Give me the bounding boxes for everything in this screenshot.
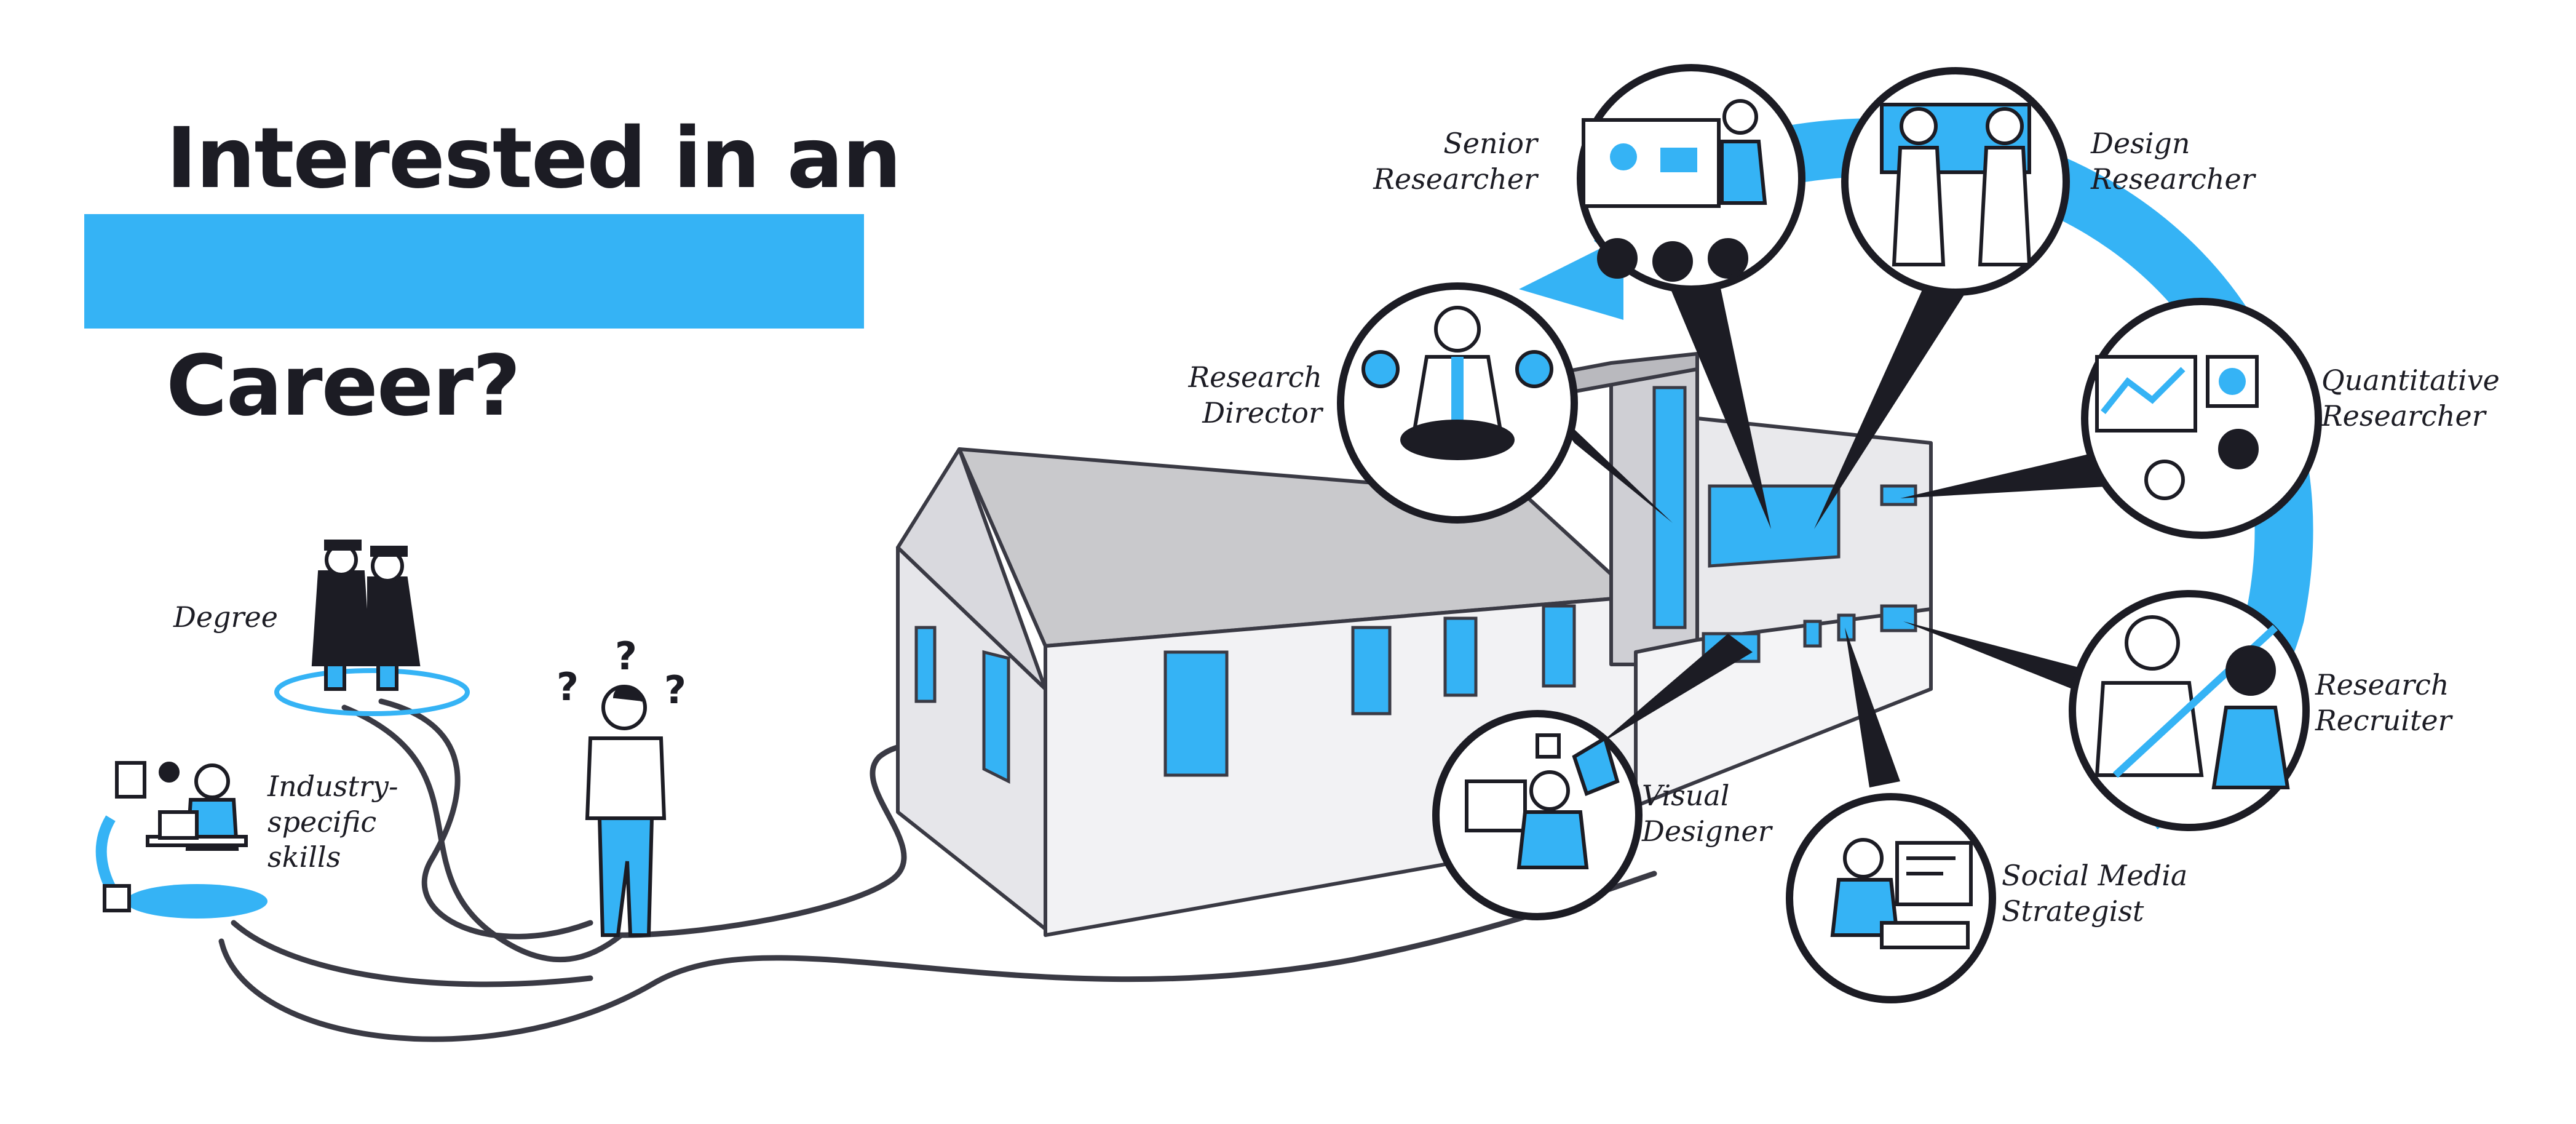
senior-researcher-label: Senior Researcher [1373, 127, 1537, 196]
title-highlight-word: Innovation [168, 312, 779, 438]
role-callouts [1544, 265, 2115, 787]
quantitative-researcher-label: Quantitative Researcher [2321, 364, 2500, 432]
question-mark-icon: ? [615, 634, 637, 679]
question-mark-icon: ? [557, 664, 579, 709]
winding-paths [218, 698, 1657, 1042]
wondering-figure [585, 685, 667, 937]
title-line-1: Interested in an [166, 110, 902, 207]
design-researcher-label: Design Researcher [2091, 127, 2255, 196]
degree-figures [274, 540, 470, 716]
degree-label: Degree [173, 600, 278, 634]
building-windows [914, 386, 1917, 784]
research-director-label: Research Director [1188, 361, 1323, 429]
skills-label: Industry- specific skills [268, 770, 398, 874]
question-mark-icon: ? [664, 668, 686, 712]
building-gable [896, 447, 1047, 691]
social-media-strategist-label: Social Media Strategist [2002, 859, 2188, 928]
title-line-3: Career? [166, 338, 521, 435]
visual-designer-label: Visual Designer [1642, 779, 1772, 848]
skills-figure [95, 761, 268, 919]
title-highlight-bar [84, 214, 864, 329]
research-recruiter-label: Research Recruiter [2315, 668, 2452, 737]
role-illustrations [1361, 99, 2290, 949]
